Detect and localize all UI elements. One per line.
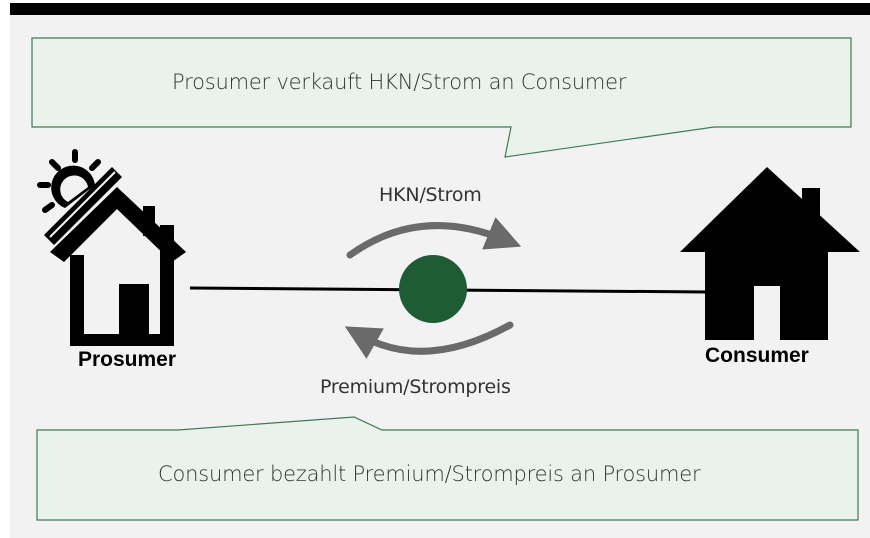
- green-circle-icon: [399, 255, 467, 323]
- solar-house-icon: [37, 149, 186, 346]
- callout-bottom-shape: [36, 416, 859, 521]
- callout-bottom-text: Consumer bezahlt Premium/Strompreis an P…: [158, 462, 701, 486]
- lower-flow-label: Premium/Strompreis: [320, 376, 511, 398]
- house-icon: [680, 167, 860, 344]
- callout-top-text: Prosumer verkauft HKN/Strom an Consumer: [172, 70, 627, 94]
- consumer-label: Consumer: [705, 344, 809, 367]
- upper-flow-label: HKN/Strom: [379, 184, 482, 206]
- callout-top-shape: [31, 37, 852, 158]
- top-bar: [10, 3, 870, 15]
- prosumer-label: Prosumer: [78, 348, 177, 371]
- exchange-arrows-icon: [344, 217, 522, 359]
